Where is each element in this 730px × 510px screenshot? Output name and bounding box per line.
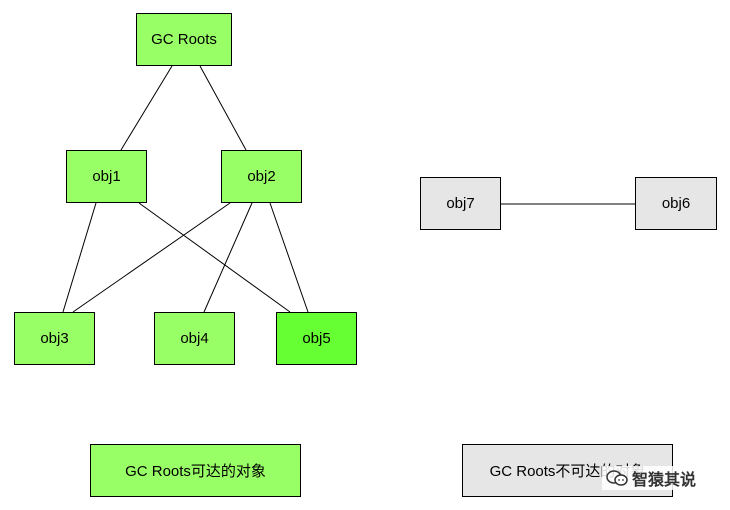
node-obj2: obj2 — [221, 150, 302, 203]
node-obj4: obj4 — [154, 312, 235, 365]
node-obj3: obj3 — [14, 312, 95, 365]
edge-gcroots-obj1 — [120, 65, 173, 151]
legend-reachable: GC Roots可达的对象 — [90, 444, 301, 497]
edge-obj2-obj4 — [203, 202, 253, 313]
edge-obj1-obj3 — [62, 202, 97, 313]
edge-gcroots-obj2 — [199, 65, 247, 151]
node-obj7: obj7 — [420, 177, 501, 230]
node-obj6: obj6 — [635, 177, 717, 230]
node-obj1: obj1 — [66, 150, 147, 203]
node-gc-roots: GC Roots — [136, 13, 232, 66]
edge-obj1-obj5 — [138, 202, 291, 313]
watermark-text: 智猿其说 — [632, 470, 697, 489]
node-obj5: obj5 — [276, 312, 357, 365]
edge-obj2-obj5 — [269, 202, 309, 313]
watermark: 智猿其说 — [602, 466, 701, 490]
chat-bubble-icon — [606, 470, 628, 486]
edge-obj2-obj3 — [72, 202, 231, 313]
